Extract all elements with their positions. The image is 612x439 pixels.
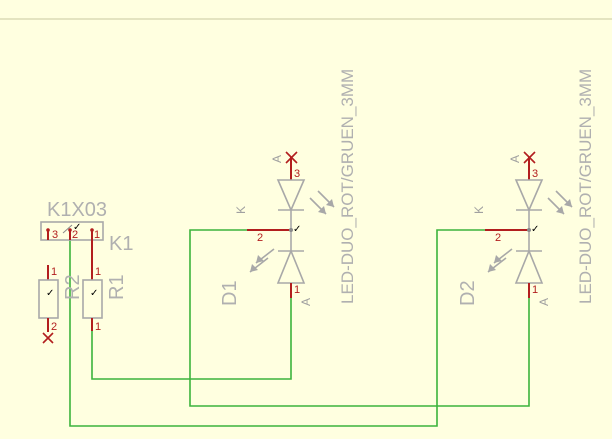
d2-upper-emission-head-1 <box>556 206 564 214</box>
net-wire-k1-d2k[interactable] <box>69 229 491 427</box>
connector-pin-3-number: 3 <box>52 229 58 241</box>
junction-d2-k <box>527 228 531 232</box>
d1-lower-emission-head-1 <box>256 255 264 263</box>
d1-anode-bottom-label: A <box>299 298 313 306</box>
d2-anode-bottom-label: A <box>537 298 551 306</box>
d1-pin-1-number: 1 <box>294 284 300 296</box>
d2-upper-emission-head-2 <box>564 199 572 207</box>
d1-check-mark: ✓ <box>293 224 301 235</box>
d2-check-mark: ✓ <box>531 224 539 235</box>
connector-ref: K1 <box>109 233 133 255</box>
d2-name: D2 <box>457 280 479 306</box>
d1-value: LED-DUO_ROT/GRUEN_3MM <box>338 69 357 304</box>
led-d1[interactable]: 3 A 2 K ✓ 1 A D1 LED-DUO_ROT/GRUEN_3MM <box>219 69 357 306</box>
d1-upper-emission-head-1 <box>318 206 326 214</box>
d2-upper-diode-triangle <box>514 179 544 213</box>
d1-upper-emission-head-2 <box>326 199 334 207</box>
d1-upper-diode-triangle <box>276 179 306 213</box>
d2-lower-diode-triangle <box>514 248 544 284</box>
junction-d1-k <box>289 228 293 232</box>
connector-bridge-stroke <box>62 224 73 234</box>
connector-check-mark: ✓ <box>73 222 81 233</box>
resistor-r1[interactable]: 1 1 ✓ R1 <box>82 240 128 333</box>
d1-pin-2-number: 2 <box>257 232 263 244</box>
d1-lower-emission-head-2 <box>250 264 258 272</box>
d1-cathode-label: K <box>234 206 248 214</box>
d2-lower-emission-head-1 <box>494 255 502 263</box>
d1-lower-diode-triangle <box>276 248 306 284</box>
r2-name: R2 <box>62 274 84 300</box>
r1-pin-top-number: 1 <box>95 266 101 278</box>
d2-anode-top-label: A <box>508 155 522 163</box>
connector-pin-2-dot <box>68 228 72 232</box>
d2-cathode-label: K <box>472 206 486 214</box>
connector-pin-1-dot <box>90 228 94 232</box>
r1-body <box>82 279 103 319</box>
led-d2[interactable]: 3 A 2 K ✓ 1 A D2 LED-DUO_ROT/GRUEN_3MM <box>457 69 595 306</box>
connector-pin-2-number: 2 <box>72 229 78 241</box>
connector-name: K1X03 <box>47 199 107 221</box>
net-wire-d1k-d2a[interactable] <box>189 229 530 407</box>
r2-unconnected-x <box>42 332 54 344</box>
connector-pin-3-dot <box>46 228 50 232</box>
connector-body <box>40 221 104 241</box>
d2-lower-emission-head-2 <box>488 264 496 272</box>
d2-pin-3-number: 3 <box>532 168 538 180</box>
net-wire-r1-d1[interactable] <box>91 291 292 380</box>
d2-pin-2-number: 2 <box>495 232 501 244</box>
d1-anode-top-label: A <box>270 155 284 163</box>
connector-pin-1-number: 1 <box>94 229 100 241</box>
r2-pin-1-number: 1 <box>51 266 57 278</box>
r1-check-mark: ✓ <box>90 288 98 299</box>
r2-check-mark: ✓ <box>46 288 54 299</box>
d1-name: D1 <box>219 280 241 306</box>
resistor-r2[interactable]: 1 2 ✓ R2 <box>38 265 84 344</box>
r2-pin-2-number: 2 <box>51 321 57 333</box>
r1-name: R1 <box>106 274 128 300</box>
d2-value: LED-DUO_ROT/GRUEN_3MM <box>576 69 595 304</box>
r2-body <box>38 279 59 319</box>
r1-pin-bottom-number: 1 <box>95 321 101 333</box>
nets <box>69 229 530 427</box>
connector-k1x03[interactable]: K1X03 3 2 1 ✓ K1 <box>40 199 133 255</box>
d2-pin-1-number: 1 <box>532 284 538 296</box>
d1-pin-3-number: 3 <box>294 168 300 180</box>
